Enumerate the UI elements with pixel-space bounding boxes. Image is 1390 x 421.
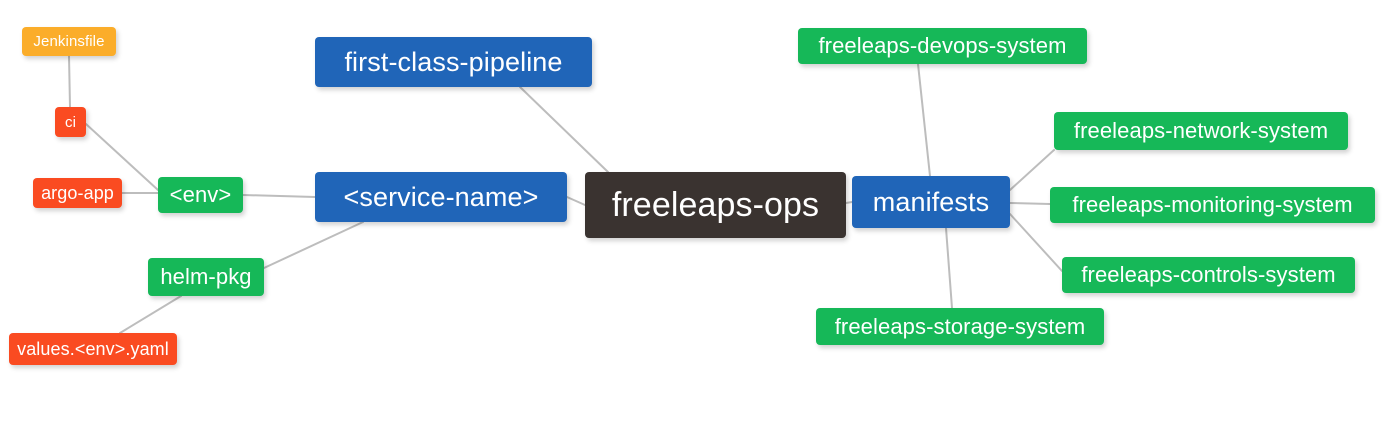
node-argo-app[interactable]: argo-app [33,178,122,208]
node-manifests[interactable]: manifests [852,176,1010,228]
edge-manifests-to-freeleaps-devops-system [917,63,931,177]
node-values-env-yaml[interactable]: values.<env>.yaml [9,333,177,365]
node-ci[interactable]: ci [55,107,86,137]
node-helm-pkg[interactable]: helm-pkg [148,258,264,296]
node-freeleaps-devops-system[interactable]: freeleaps-devops-system [798,28,1087,64]
node-env[interactable]: <env> [158,177,243,213]
node-freeleaps-monitoring-system[interactable]: freeleaps-monitoring-system [1050,187,1375,223]
node-freeleaps-controls-system[interactable]: freeleaps-controls-system [1062,257,1355,293]
edge-manifests-to-freeleaps-storage-system [945,227,953,309]
edge-manifests-to-freeleaps-monitoring-system [1009,202,1051,205]
edge-ci-to-jenkinsfile [68,55,71,108]
edge-freeleaps-ops-to-service-name [566,196,586,206]
node-jenkinsfile[interactable]: Jenkinsfile [22,27,116,56]
edge-manifests-to-freeleaps-network-system [1009,149,1055,191]
node-first-class-pipeline[interactable]: first-class-pipeline [315,37,592,87]
node-freeleaps-ops[interactable]: freeleaps-ops [585,172,846,238]
edge-service-name-to-env [242,194,316,198]
node-service-name[interactable]: <service-name> [315,172,567,222]
edge-freeleaps-ops-to-first-class-pipeline [519,86,609,173]
edge-service-name-to-helm-pkg [263,221,364,269]
edge-helm-pkg-to-values-env-yaml [119,295,182,334]
node-freeleaps-network-system[interactable]: freeleaps-network-system [1054,112,1348,150]
node-freeleaps-storage-system[interactable]: freeleaps-storage-system [816,308,1104,345]
